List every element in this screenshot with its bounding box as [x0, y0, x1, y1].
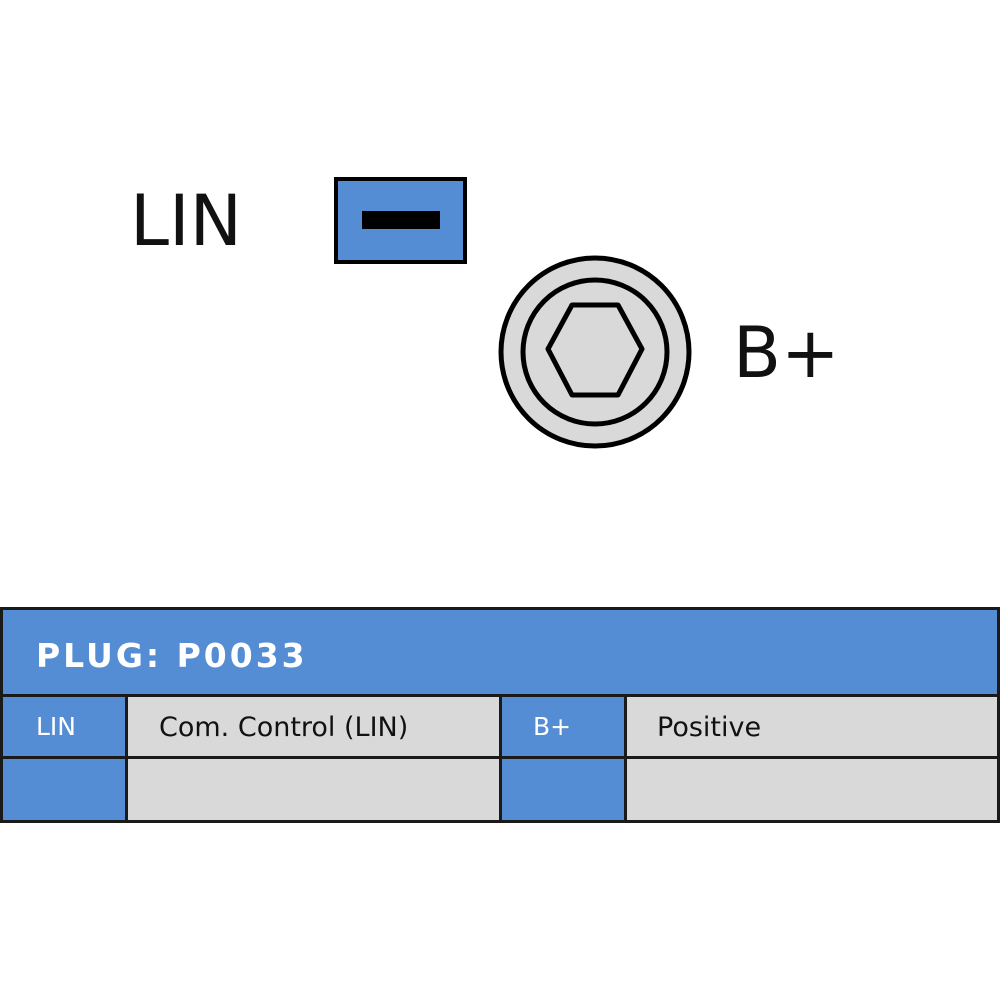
plug-table-header: PLUG: P0033 [0, 607, 1000, 697]
row1-pin1-label: LIN [36, 712, 77, 741]
lin-terminal-blade [362, 211, 440, 229]
row1-pin1-cell: LIN [0, 694, 128, 759]
bplus-hex-bolt [545, 302, 645, 398]
plug-table: PLUG: P0033 LIN Com. Control (LIN) B+ Po… [0, 607, 1000, 823]
plug-title: PLUG: P0033 [36, 636, 308, 675]
row2-desc1-cell [125, 756, 502, 823]
row2-desc2-cell [624, 756, 1000, 823]
lin-terminal [334, 177, 467, 264]
row1-pin2-cell: B+ [499, 694, 627, 759]
row1-desc2-cell: Positive [624, 694, 1000, 759]
lin-pin-label: LIN [130, 180, 243, 262]
row1-desc1-cell: Com. Control (LIN) [125, 694, 502, 759]
row1-desc1-label: Com. Control (LIN) [159, 712, 409, 743]
row1-desc2-label: Positive [657, 712, 762, 743]
bplus-terminal-icon [498, 255, 692, 449]
row1-pin2-label: B+ [533, 712, 572, 741]
bplus-pin-label: B+ [733, 312, 840, 394]
row2-pin1-cell [0, 756, 128, 823]
row2-pin2-cell [499, 756, 627, 823]
connector-diagram: LIN B+ [130, 177, 840, 449]
